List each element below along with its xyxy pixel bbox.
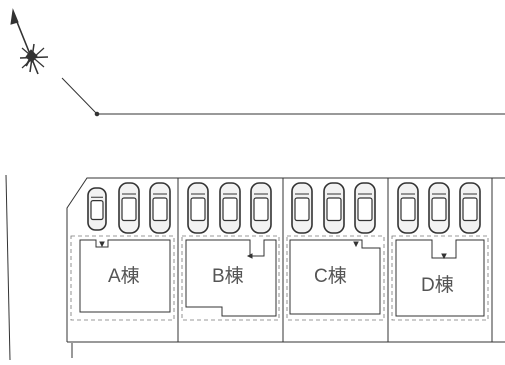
building-b-label: B棟 <box>212 265 244 287</box>
building-d-label: D棟 <box>421 274 454 296</box>
car-icon <box>187 182 209 234</box>
building-c-footprint <box>289 239 381 315</box>
compass-north-arrow-icon <box>10 8 49 75</box>
car-icon <box>149 182 171 234</box>
building-a-label: A棟 <box>108 265 140 287</box>
car-icon <box>118 182 140 234</box>
car-icon <box>323 182 345 234</box>
lot-dividers <box>177 178 493 342</box>
building-b-footprint <box>185 239 277 317</box>
building-c-label: C棟 <box>314 265 347 287</box>
car-icon <box>291 182 313 234</box>
building-a-footprint <box>79 239 171 313</box>
car-icon <box>87 187 107 231</box>
car-icon <box>459 182 481 234</box>
car-icon <box>219 182 241 234</box>
car-icon <box>354 182 376 234</box>
building-d-footprint <box>395 239 485 317</box>
parking-cars <box>87 182 481 234</box>
car-icon <box>428 182 450 234</box>
car-icon <box>397 182 419 234</box>
car-icon <box>250 182 272 234</box>
road-boundary <box>61 77 505 117</box>
left-boundary-line <box>5 174 11 361</box>
site-outline <box>66 177 505 358</box>
setback-lines <box>70 235 489 321</box>
